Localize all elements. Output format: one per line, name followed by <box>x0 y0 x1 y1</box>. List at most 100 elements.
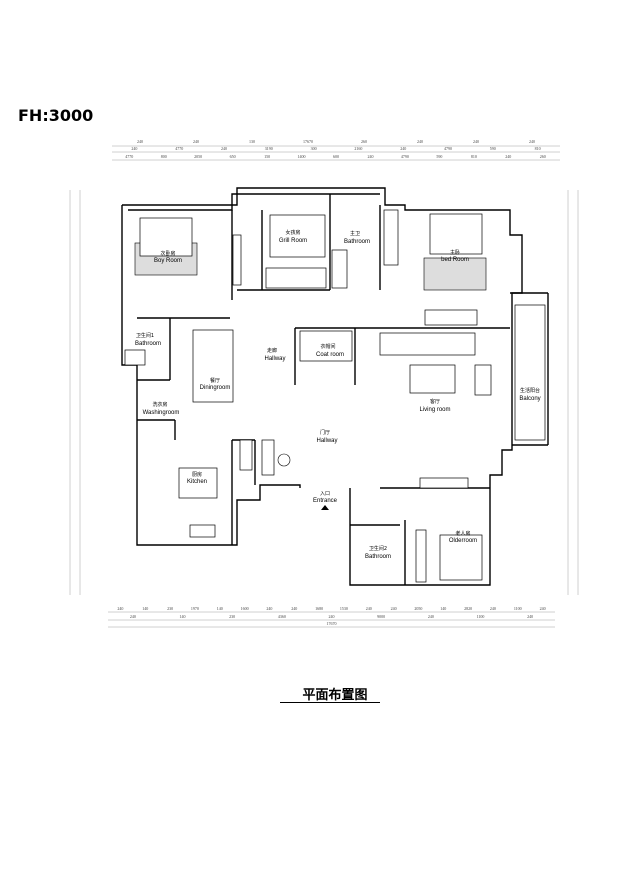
room-label-hallway-cn: 走廊 <box>267 347 277 354</box>
sofa <box>379 332 476 356</box>
dimension-value: 240 <box>137 139 143 144</box>
dimension-value: 17670 <box>303 139 313 144</box>
rug <box>423 257 487 291</box>
room-label-entrance: Entrance <box>313 498 338 504</box>
room-label-hallway: Hallway <box>264 356 285 362</box>
room-label-master-bed: bed Room <box>441 257 469 263</box>
room-label-balcony: Balcony <box>519 396 540 402</box>
room-label-master-bed-cn: 主卧 <box>450 249 460 256</box>
dimension-value: 140 <box>440 606 446 611</box>
room-label-dining: Diningroom <box>200 385 231 391</box>
wardrobe <box>415 529 427 583</box>
stove <box>189 524 216 538</box>
room-label-boy-room: Boy Room <box>154 258 182 264</box>
dimension-value: 230 <box>229 614 235 619</box>
dining-table <box>192 329 234 403</box>
room-label-washingroom: Washingroom <box>143 410 180 416</box>
dimension-value: 130 <box>249 139 255 144</box>
room-label-living-cn: 客厅 <box>430 398 440 405</box>
room-label-boy-room-cn: 次卧房 <box>160 250 175 257</box>
wardrobe <box>383 209 399 266</box>
dimension-value: 2050 <box>414 606 422 611</box>
room-label-kitchen: Kitchen <box>187 479 207 485</box>
room-label-washingroom-cn: 洗衣房 <box>152 401 167 408</box>
dimension-value: 600 <box>333 154 339 159</box>
dimension-value: 810 <box>471 154 477 159</box>
dimension-value: 2050 <box>194 154 202 159</box>
dimension-value: 650 <box>230 154 236 159</box>
dimension-value: 240 <box>400 146 406 151</box>
room-label-bathroom2-cn: 卫生间2 <box>369 545 387 552</box>
dimension-value: 240 <box>527 614 533 619</box>
plan-title: 平面布置图 <box>302 688 368 703</box>
dimension-value: 240 <box>131 146 137 151</box>
dimension-value: 240 <box>540 606 546 611</box>
dimension-value: 800 <box>161 154 167 159</box>
dimension-value: 1970 <box>191 606 199 611</box>
room-label-foyer: Hallway <box>316 438 337 444</box>
room-labels: 次卧房 Boy Room 女孩房 Grill Room 主卫 Bathroom … <box>135 229 541 560</box>
dimension-value: 240 <box>529 139 535 144</box>
room-label-girl-room-cn: 女孩房 <box>285 229 300 236</box>
room-label-foyer-cn: 门厅 <box>320 429 330 436</box>
dimension-value: 3190 <box>265 146 273 151</box>
dimension-value: 260 <box>361 139 367 144</box>
dimension-value: 140 <box>180 614 186 619</box>
dimension-value: 1100 <box>477 614 485 619</box>
room-label-bathroom1-cn: 卫生间1 <box>136 332 154 339</box>
dimension-value: 2160 <box>354 146 362 151</box>
dimension-value: 590 <box>490 146 496 151</box>
dimension-value: 9000 <box>377 614 385 619</box>
room-label-bathroom2: Bathroom <box>365 554 391 560</box>
dimension-value: 240 <box>193 139 199 144</box>
dimension-value: 240 <box>490 606 496 611</box>
bed <box>439 534 483 581</box>
interior-walls <box>137 194 510 585</box>
dimension-value: 590 <box>436 154 442 159</box>
cabinet <box>239 439 253 471</box>
dimension-value: 240 <box>367 154 373 159</box>
dimension-value: 230 <box>167 606 173 611</box>
dimension-value: 1530 <box>340 606 348 611</box>
dimension-value: 1680 <box>315 606 323 611</box>
dimension-value: 240 <box>221 146 227 151</box>
furniture <box>124 209 546 583</box>
dimension-value: 240 <box>329 614 335 619</box>
dimension-value: 240 <box>505 154 511 159</box>
dimension-value: 240 <box>417 139 423 144</box>
dimension-value: 150 <box>264 154 270 159</box>
bed <box>429 213 483 255</box>
dimension-value: 240 <box>428 614 434 619</box>
dimension-value: 1400 <box>298 154 306 159</box>
coat-rack <box>299 330 353 362</box>
dimension-value: 4770 <box>175 146 183 151</box>
dimension-value: 2820 <box>464 606 472 611</box>
bed <box>269 214 326 258</box>
vanity <box>331 249 348 289</box>
floor-height-label: FH:3000 <box>18 106 94 125</box>
lamp <box>277 453 291 467</box>
room-label-coat-room: Coat room <box>316 352 344 358</box>
dimension-value: 240 <box>266 606 272 611</box>
dimension-value: 4770 <box>125 154 133 159</box>
dimension-value: 4790 <box>401 154 409 159</box>
entrance-arrow-icon <box>321 505 329 510</box>
dimension-value: 240 <box>117 606 123 611</box>
dimension-value: 1600 <box>241 606 249 611</box>
bed <box>139 217 193 257</box>
balcony-planters <box>514 304 546 441</box>
wardrobe <box>232 234 242 286</box>
wardrobe <box>265 267 327 289</box>
armchair <box>474 364 492 396</box>
tv-cabinet <box>424 309 478 326</box>
dimension-value: 17670 <box>327 621 337 626</box>
dimension-value: 1100 <box>514 606 522 611</box>
dimension-value: 140 <box>217 606 223 611</box>
room-label-kitchen-cn: 厨房 <box>192 471 202 478</box>
kitchen-island <box>178 467 218 499</box>
dimension-value: 300 <box>311 146 317 151</box>
dimension-value: 240 <box>391 606 397 611</box>
dimension-value: 240 <box>130 614 136 619</box>
room-label-elder-room-cn: 老人房 <box>455 530 470 537</box>
